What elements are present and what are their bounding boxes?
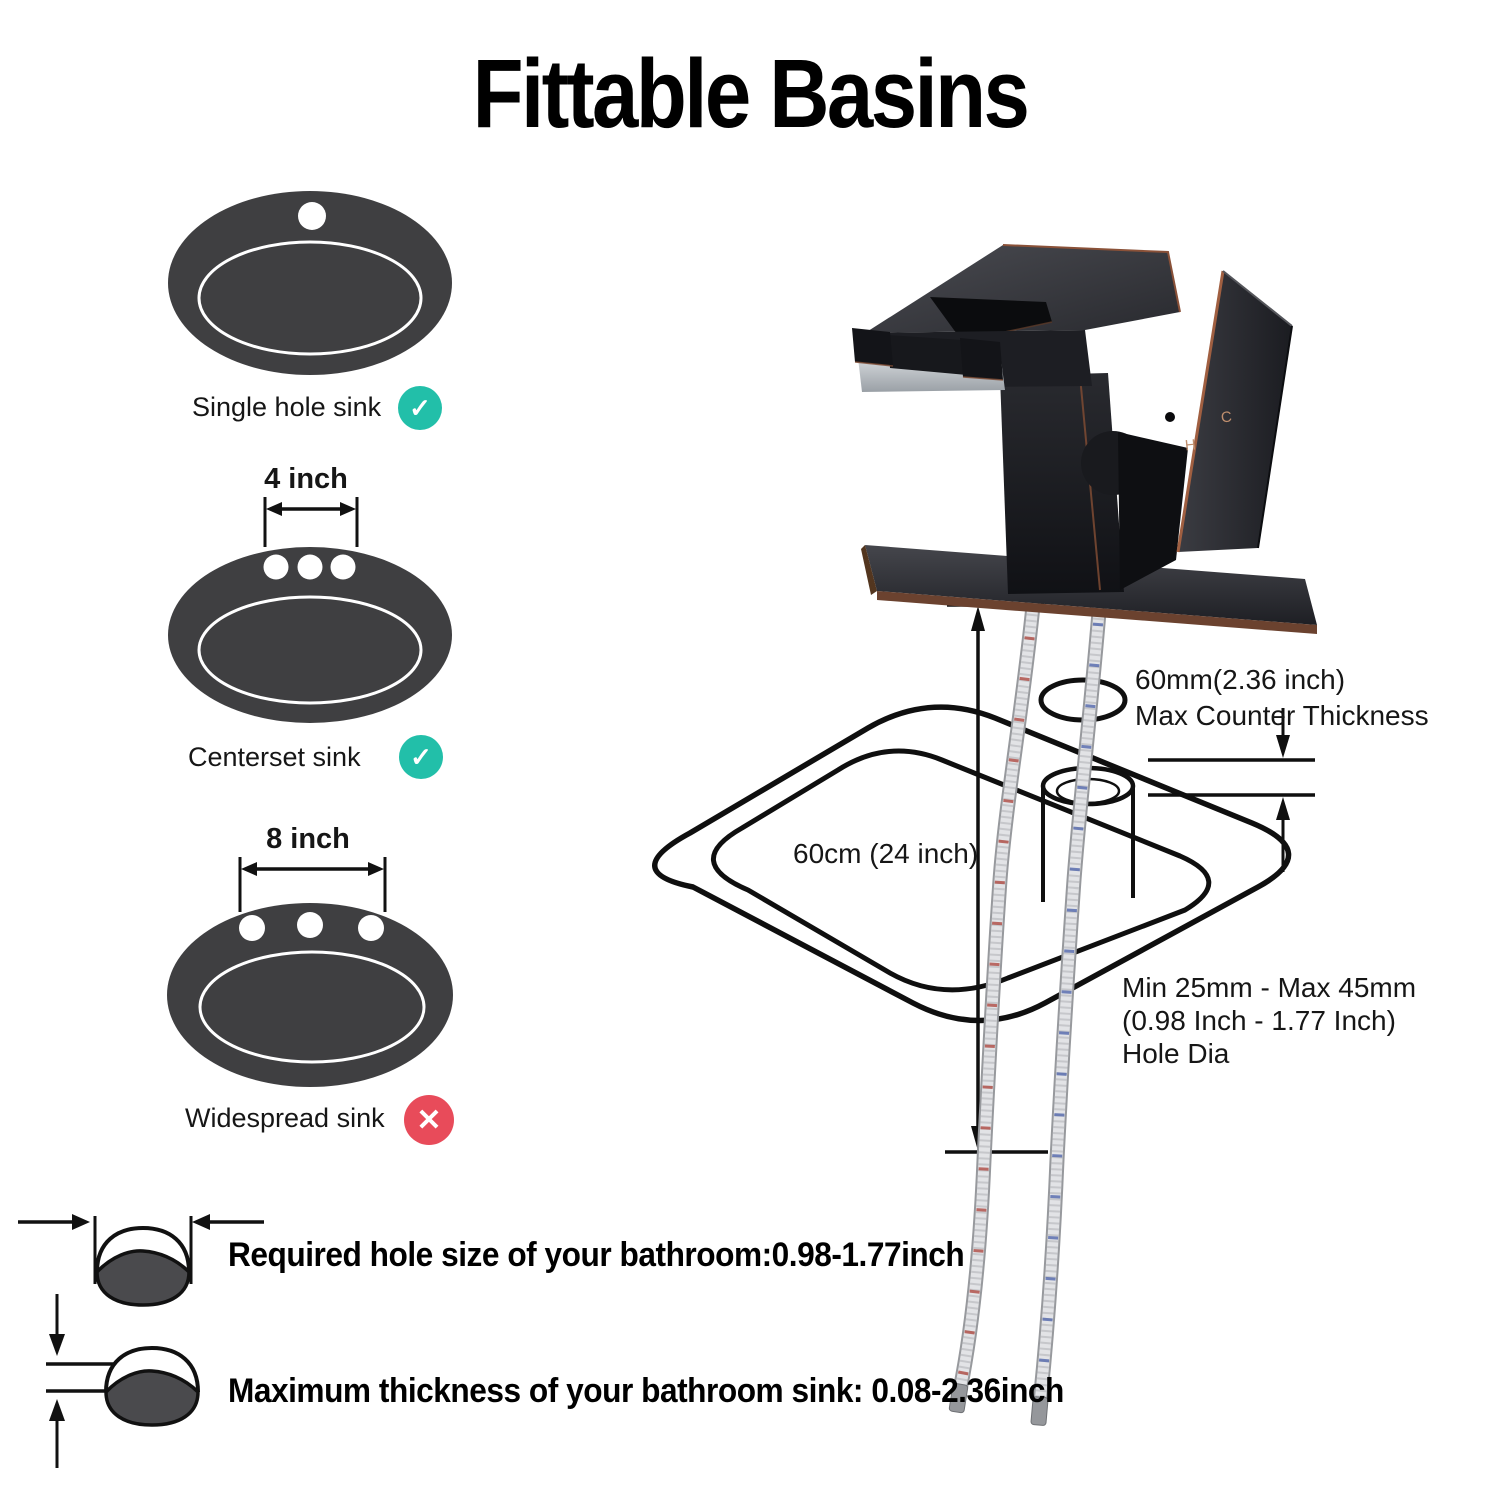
note-sink-thickness: Maximum thickness of your bathroom sink:… <box>228 1372 1064 1410</box>
counter-thickness-caption: Max Counter Thickness <box>1135 700 1429 731</box>
supply-hoses <box>948 595 1108 1426</box>
faucet-body <box>1000 373 1124 594</box>
sink-label-centerset: Centerset sink <box>188 742 361 772</box>
sink-thickness-icon <box>46 1294 200 1468</box>
hot-water-hose <box>948 595 1042 1414</box>
spout-lip-left <box>852 328 893 366</box>
hole-diameter-caption: Hole Dia <box>1122 1038 1230 1069</box>
thickness-dimension <box>1148 708 1315 872</box>
incompatible-cross-icon: ✕ <box>404 1095 454 1145</box>
hole-size-icon <box>18 1214 264 1307</box>
check-glyph: ✓ <box>409 392 431 423</box>
sink-label-single-hole: Single hole sink <box>192 392 382 422</box>
compatible-check-icon: ✓ <box>399 735 443 779</box>
sink-outline-outer <box>652 704 1292 1024</box>
note-hole-size: Required hole size of your bathroom:0.98… <box>228 1236 965 1274</box>
hole-diameter-annotation: Min 25mm - Max 45mm (0.98 Inch - 1.77 In… <box>1122 971 1416 1070</box>
sink-label-widespread: Widespread sink <box>185 1103 385 1133</box>
dimension-label-4inch: 4 inch <box>264 463 348 495</box>
cross-glyph: ✕ <box>416 1103 442 1137</box>
sink-outline-inner <box>710 748 1212 993</box>
hose-fitting <box>1030 1396 1049 1426</box>
waterfall-slot <box>930 297 1052 341</box>
single-hole-sink-figure <box>168 191 452 375</box>
widespread-sink-figure <box>167 857 453 1087</box>
set-screw-hole <box>1165 412 1175 422</box>
dimension-label-8inch: 8 inch <box>266 823 350 855</box>
hot-mark: H <box>1184 436 1197 455</box>
dim-arrow-right <box>340 502 356 516</box>
hose-fitting <box>948 1383 969 1414</box>
cold-mark: C <box>1220 408 1233 427</box>
compatible-check-icon: ✓ <box>398 386 442 430</box>
handle-wedge <box>1118 432 1188 590</box>
faucet-product-image <box>852 244 1317 634</box>
dim-arrow-left <box>266 502 282 516</box>
hole-diameter-range-mm: Min 25mm - Max 45mm <box>1122 972 1417 1003</box>
cold-water-hose <box>1030 599 1108 1426</box>
counter-thickness-annotation: 60mm(2.36 inch) Max Counter Thickness <box>1135 662 1429 734</box>
hole-diameter-range-inch: (0.98 Inch - 1.77 Inch) <box>1122 1005 1396 1036</box>
dim-arrow-right <box>368 862 384 876</box>
page-title: Fittable Basins <box>472 39 1030 148</box>
sink-width-annotation: 60cm (24 inch) <box>793 838 979 869</box>
centerset-sink-figure <box>168 497 452 723</box>
dim-arrow-left <box>241 862 257 876</box>
check-glyph: ✓ <box>410 741 432 772</box>
handle-plate <box>1178 271 1292 552</box>
counter-thickness-value: 60mm(2.36 inch) <box>1135 664 1346 695</box>
faucet-hole <box>298 202 326 230</box>
spout-lip-right <box>960 338 1003 380</box>
